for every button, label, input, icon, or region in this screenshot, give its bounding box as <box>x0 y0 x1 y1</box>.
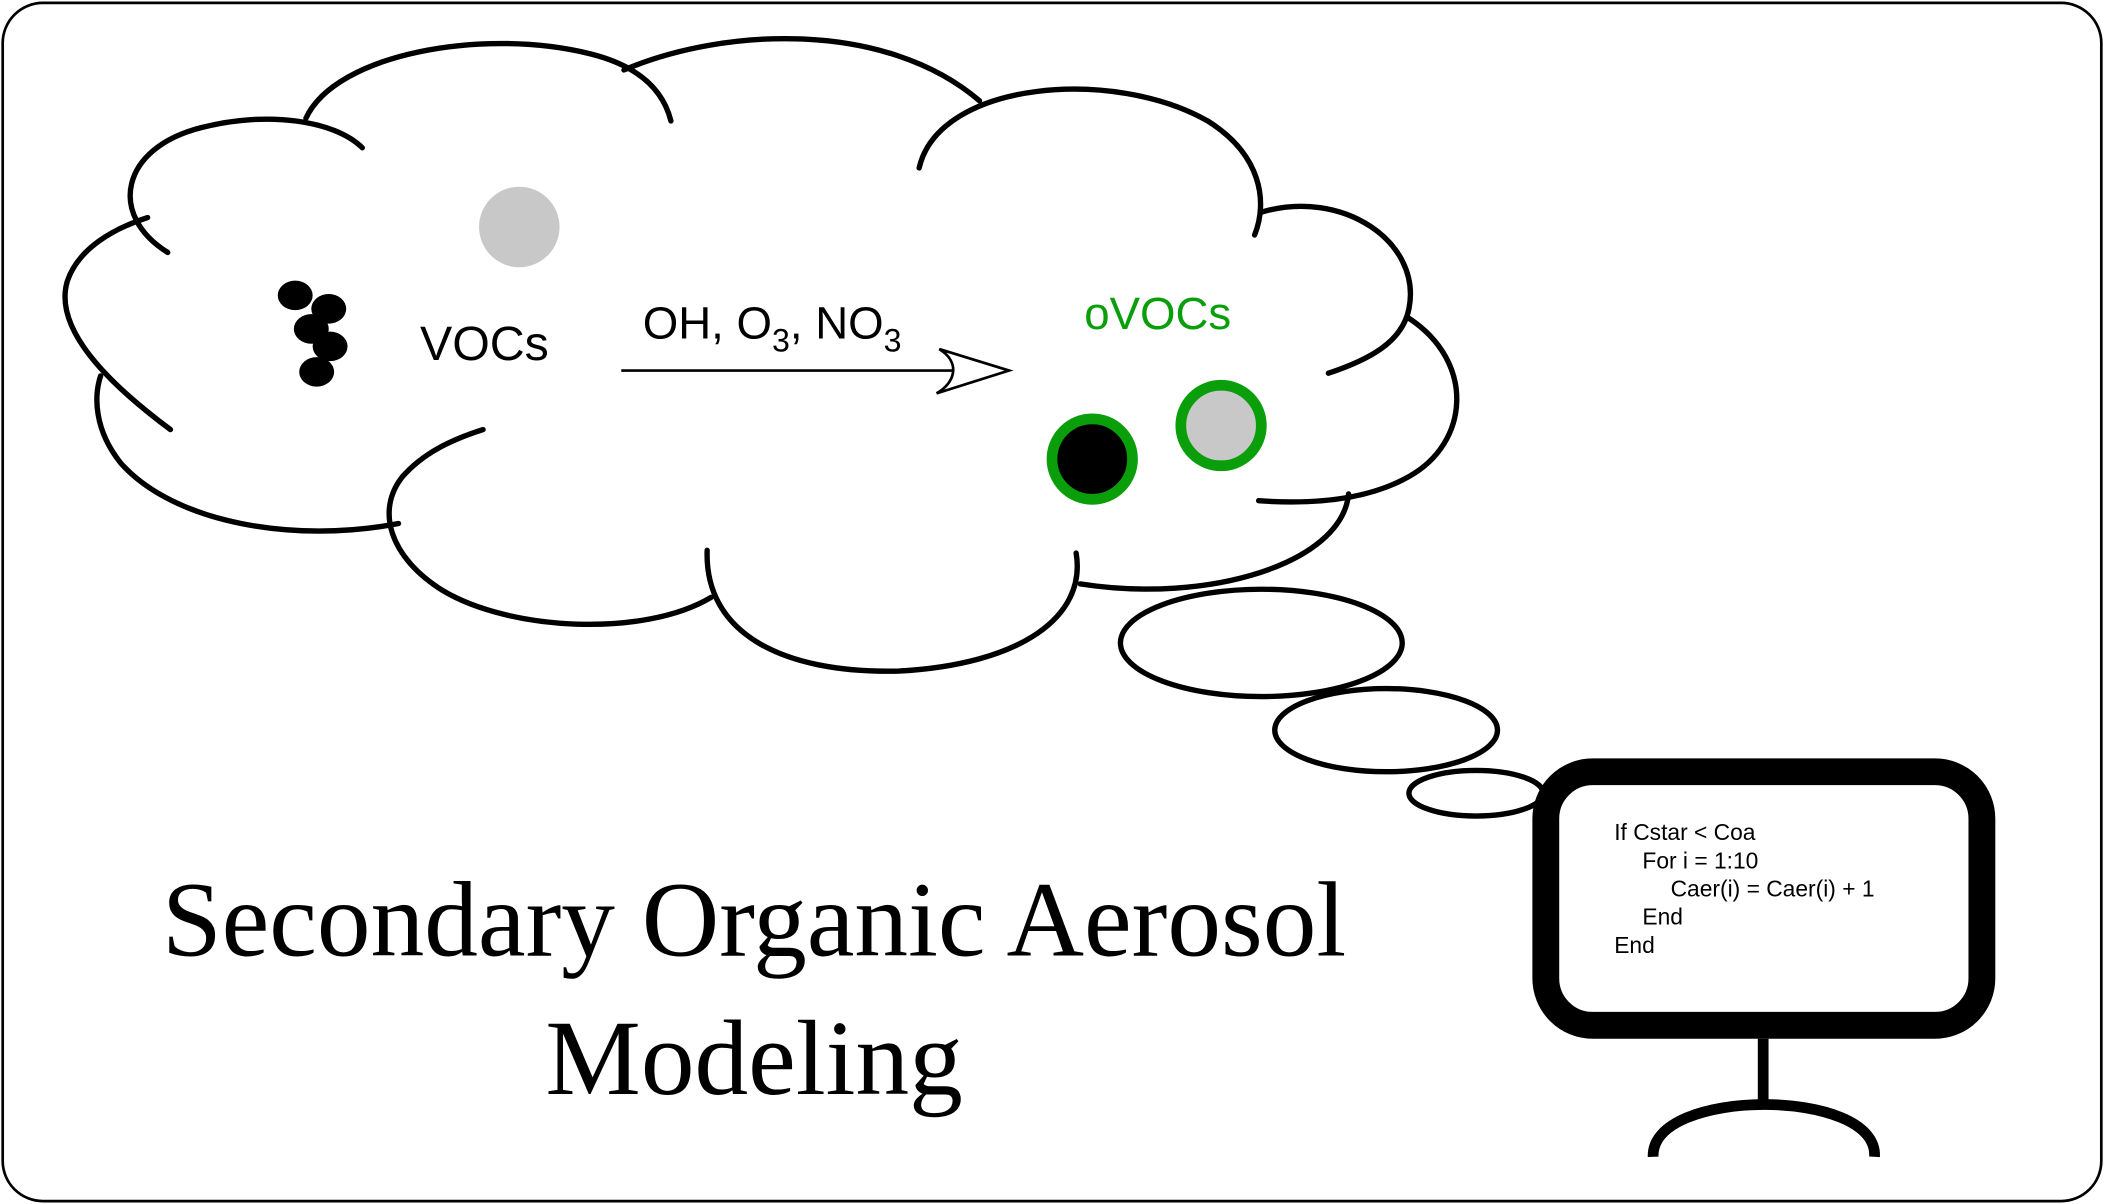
code-snippet: If Cstar < Coa For i = 1:10 Caer(i) = Ca… <box>1614 819 1874 958</box>
vocs-label: VOCs <box>420 317 549 371</box>
svg-text:End: End <box>1614 932 1655 958</box>
computer-monitor-icon <box>1532 758 1996 1158</box>
ovocs-label: oVOCs <box>1084 288 1231 339</box>
coated-gray-particle-icon <box>1175 379 1267 472</box>
coated-black-particle-icon <box>1046 413 1138 505</box>
svg-text:If Cstar < Coa: If Cstar < Coa <box>1614 819 1756 845</box>
svg-text:For i = 1:10: For i = 1:10 <box>1642 847 1758 873</box>
title-line-1: Secondary Organic Aerosol <box>162 861 1346 980</box>
reaction-arrow-icon <box>621 347 1014 395</box>
svg-text:End: End <box>1642 904 1683 930</box>
oxidants-label: OH, O3, NO3 <box>643 297 902 358</box>
title-line-2: Modeling <box>545 999 962 1118</box>
gray-particle-icon <box>479 186 560 268</box>
svg-text:Caer(i) = Caer(i) + 1: Caer(i) = Caer(i) + 1 <box>1671 876 1875 902</box>
voc-molecule-icon <box>277 280 348 387</box>
thought-cloud <box>62 35 1460 674</box>
